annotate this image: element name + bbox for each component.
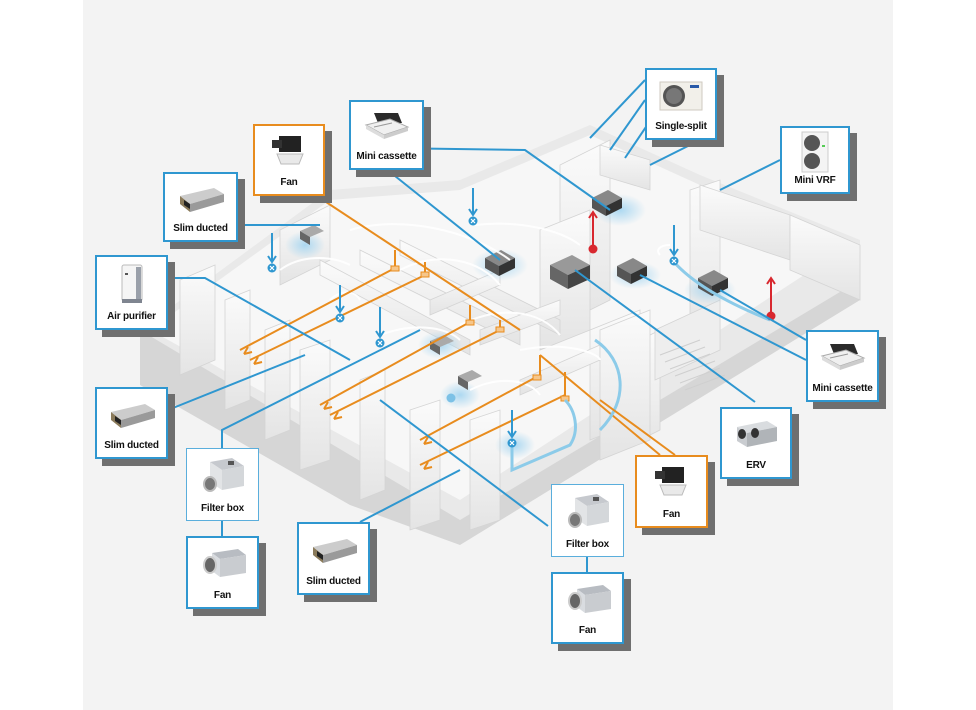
supply-arrows: [267, 188, 771, 473]
callout-fan-right-bottom[interactable]: Fan: [551, 572, 624, 644]
callout-filter-box-right[interactable]: Filter box: [551, 484, 624, 557]
callout-mini-vrf[interactable]: Mini VRF: [780, 126, 850, 194]
callout-connectors: [162, 79, 807, 572]
inline-duct-fan-icon: [553, 574, 622, 625]
callout-slim-ducted-left[interactable]: Slim ducted: [95, 387, 168, 459]
callout-label: Single-split: [655, 121, 707, 132]
callout-label: Mini cassette: [356, 151, 417, 162]
callout-fan-top[interactable]: Fan: [253, 124, 325, 196]
callout-air-purifier[interactable]: Air purifier: [95, 255, 168, 330]
callout-label: Air purifier: [107, 311, 156, 322]
callout-label: Slim ducted: [306, 576, 361, 587]
callout-label: Slim ducted: [173, 223, 228, 234]
inline-duct-fan-icon: [188, 538, 257, 590]
callout-fan-left-bottom[interactable]: Fan: [186, 536, 259, 609]
callout-mini-cassette-right[interactable]: Mini cassette: [806, 330, 879, 402]
energy-recovery-ventilator-icon: [722, 409, 790, 460]
callout-label: Slim ducted: [104, 440, 159, 451]
outdoor-unit-single-icon: [647, 70, 715, 121]
mini-cassette-icon: [808, 332, 877, 383]
cassette-unit: [617, 258, 647, 284]
callout-label: Mini cassette: [812, 383, 873, 394]
callout-label: Fan: [280, 177, 298, 188]
callout-erv[interactable]: ERV: [720, 407, 792, 479]
callout-label: Filter box: [200, 503, 244, 514]
callout-single-split[interactable]: Single-split: [645, 68, 717, 140]
callout-label: Fan: [213, 590, 232, 601]
callout-slim-ducted-top[interactable]: Slim ducted: [163, 172, 238, 242]
mini-cassette-icon: [351, 102, 422, 151]
exhaust-grille-icons: [390, 265, 570, 402]
filter-box-icon: [187, 449, 258, 503]
slim-ducted-unit-icon: [165, 174, 236, 223]
callout-fan-right[interactable]: Fan: [635, 455, 708, 528]
callout-slim-ducted-bottom[interactable]: Slim ducted: [297, 522, 370, 595]
ducted-unit: [300, 225, 324, 245]
callout-label: Filter box: [565, 539, 609, 550]
filter-box-icon: [552, 485, 623, 539]
air-purifier-icon: [97, 257, 166, 311]
ceiling-exhaust-fan-icon: [255, 126, 323, 177]
ducted-unit: [430, 335, 454, 355]
callout-mini-cassette-top[interactable]: Mini cassette: [349, 100, 424, 170]
erv-unit: [550, 255, 590, 289]
return-arrows: [588, 210, 776, 312]
callout-filter-box-left[interactable]: Filter box: [186, 448, 259, 521]
callout-label: Fan: [578, 625, 597, 636]
indoor-units: [300, 190, 728, 390]
slim-ducted-unit-icon: [97, 389, 166, 440]
cassette-unit: [485, 250, 515, 276]
ducted-unit: [458, 370, 482, 390]
slim-ducted-unit-icon: [299, 524, 368, 576]
callout-label: Mini VRF: [794, 175, 836, 186]
outdoor-unit-vrf-icon: [782, 128, 848, 175]
ceiling-exhaust-fan-icon: [637, 457, 706, 509]
callout-label: Fan: [662, 509, 681, 520]
callout-label: ERV: [746, 460, 766, 471]
